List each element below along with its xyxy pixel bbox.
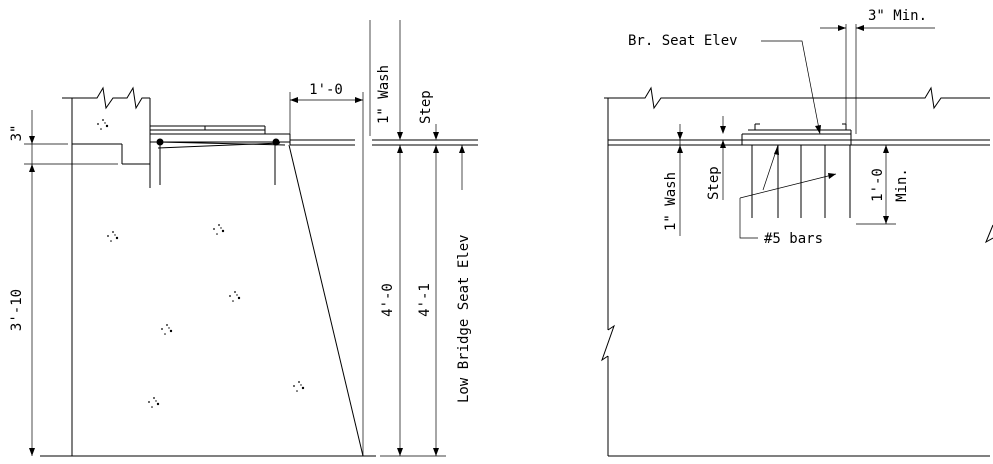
dim-3ft10-label: 3'-10 xyxy=(9,289,25,331)
left-section: 3" 3'-10 1'-0 1" Wash Step xyxy=(9,20,478,457)
wash-label-left: 1" Wash xyxy=(376,65,392,124)
br-seat-elev-label: Br. Seat Elev xyxy=(628,33,738,49)
three-inch-min-label: 3" Min. xyxy=(868,8,927,24)
right-abutment-outline xyxy=(601,86,993,457)
left-bearing-plates xyxy=(150,125,478,185)
right-section: 3" Min. Br. Seat Elev 1" Wash Step xyxy=(601,8,993,457)
left-wash-step: 1" Wash Step xyxy=(369,20,439,140)
br-seat-elev-callout: Br. Seat Elev xyxy=(628,33,821,135)
min-label: Min. xyxy=(894,168,910,202)
left-vertical-dims: 3" 3'-10 xyxy=(9,110,118,456)
left-horizontal-dim-1ft: 1'-0 xyxy=(289,82,364,456)
bars-label: #5 bars xyxy=(764,231,823,247)
rebar-dot-right xyxy=(272,138,280,146)
dim-1ft0-top-label: 1'-0 xyxy=(309,82,343,98)
one-ft-label: 1'-0 xyxy=(870,168,886,202)
step-label-left: Step xyxy=(418,90,434,124)
three-inch-min-dim: 3" Min. xyxy=(820,8,935,134)
step-label-right: Step xyxy=(706,166,722,200)
left-sloped-face xyxy=(288,144,364,457)
dim-4ft1-label: 4'-1 xyxy=(417,283,433,317)
wash-label-right: 1" Wash xyxy=(663,172,679,231)
one-ft-min-dim: 1'-0 Min. xyxy=(856,145,910,225)
left-height-dims: 4'-0 4'-1 xyxy=(380,145,446,457)
rebar-bars: #5 bars xyxy=(739,144,851,247)
dim-4ft0-label: 4'-0 xyxy=(380,283,396,317)
right-bearing-plate xyxy=(741,123,852,145)
left-concrete-stipple xyxy=(97,119,305,408)
right-wash-step: 1" Wash Step xyxy=(663,116,726,236)
dim-3in-label: 3" xyxy=(9,125,25,142)
low-bridge-seat-elev: Low Bridge Seat Elev xyxy=(456,145,472,403)
rebar-dot-left xyxy=(156,138,164,146)
left-backwall-outline xyxy=(40,86,376,457)
low-bridge-seat-elev-label: Low Bridge Seat Elev xyxy=(456,234,472,403)
